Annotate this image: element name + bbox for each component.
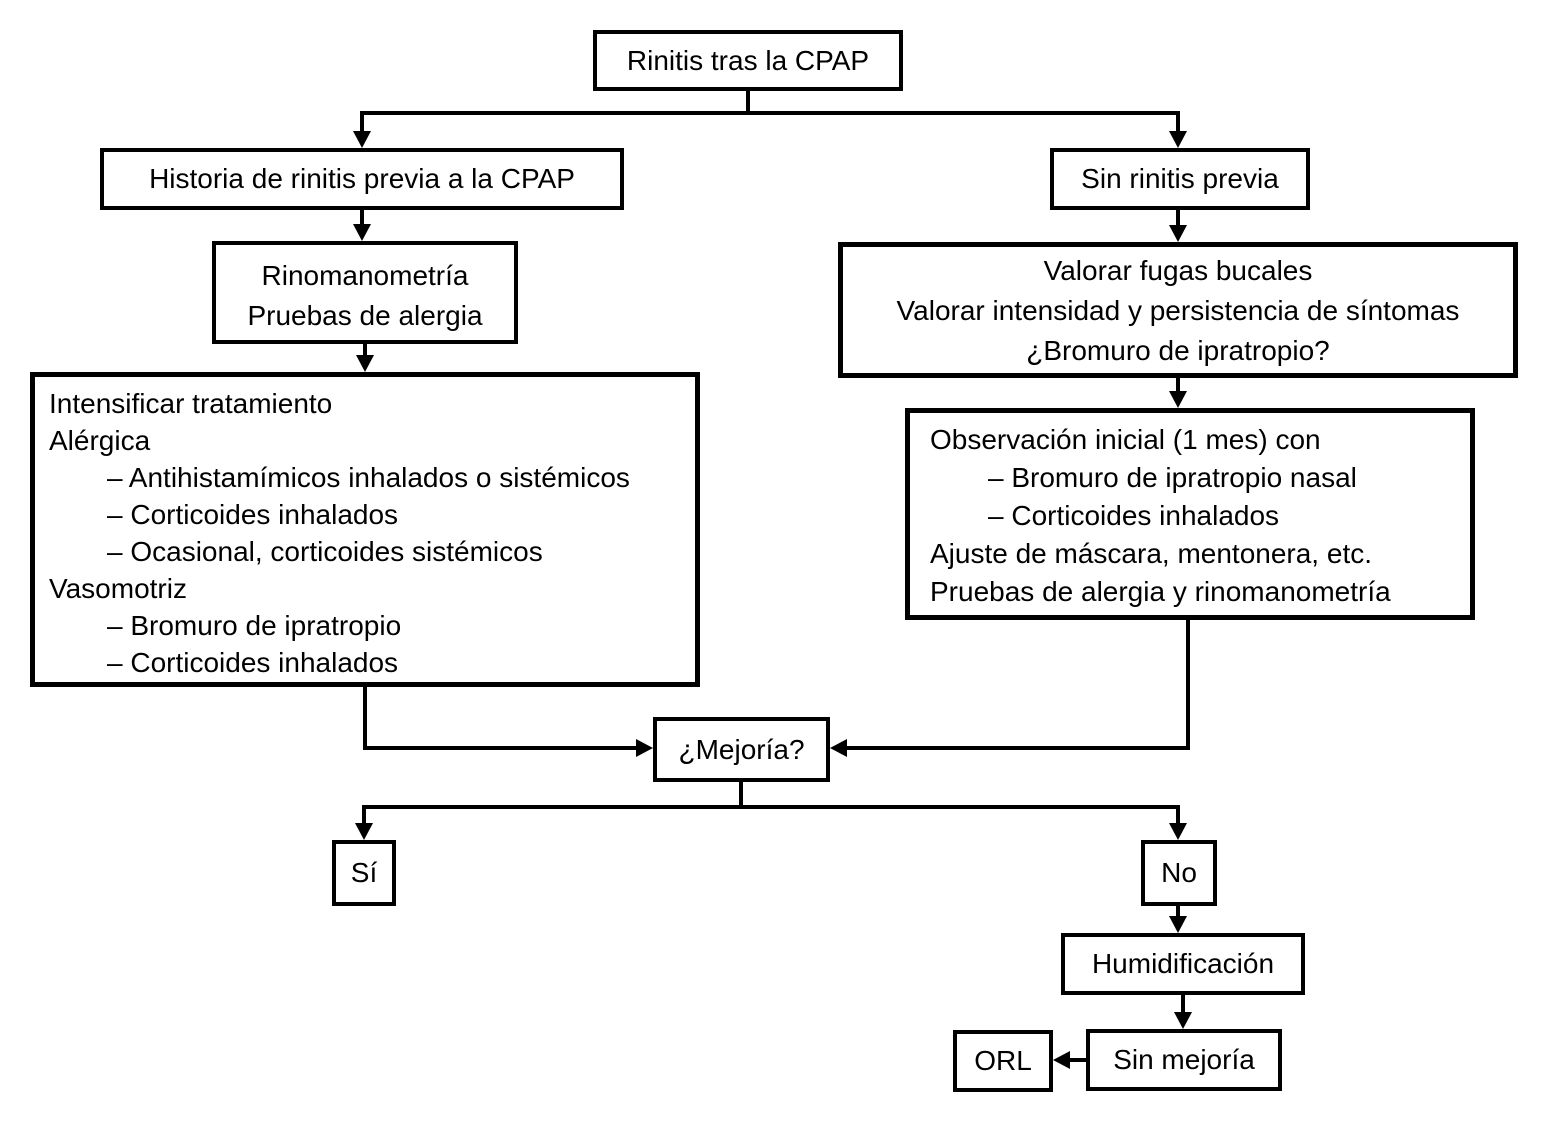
node-line: – Corticoides inhalados — [107, 499, 399, 530]
connector-line — [847, 746, 1190, 750]
node-rinomanometria: Rinomanometría Pruebas de alergia — [212, 241, 518, 344]
arrow-to-valorar — [1169, 225, 1187, 242]
arrow-to-no — [1169, 823, 1187, 840]
node-line: Vasomotriz — [49, 573, 187, 604]
connector-line — [1176, 805, 1180, 825]
node-line: – Bromuro de ipratropio — [107, 610, 402, 641]
arrow-to-orl — [1053, 1051, 1070, 1069]
node-orl: ORL — [953, 1030, 1053, 1092]
node-intensificar-tratamiento: Intensificar tratamiento Alérgica – Anti… — [30, 372, 700, 687]
arrow-to-observacion — [1169, 391, 1187, 408]
connector-line — [363, 687, 367, 750]
node-line: – Corticoides inhalados — [107, 647, 399, 678]
arrow-to-mejoria-left — [636, 739, 653, 757]
node-rinitis-tras-cpap: Rinitis tras la CPAP — [593, 30, 903, 91]
arrow-to-sin-mejoria — [1174, 1012, 1192, 1029]
node-historia-rinitis-previa: Historia de rinitis previa a la CPAP — [100, 148, 624, 210]
node-line: Intensificar tratamiento — [49, 388, 333, 419]
arrow-to-si — [355, 823, 373, 840]
node-line: – Ocasional, corticoides sistémicos — [107, 536, 543, 567]
node-label: ORL — [974, 1045, 1032, 1076]
arrow-to-sin-rinitis — [1169, 131, 1187, 148]
node-sin-mejoria: Sin mejoría — [1086, 1029, 1282, 1091]
node-mejoria: ¿Mejoría? — [653, 717, 830, 782]
node-line: Observación inicial (1 mes) con — [930, 424, 1321, 455]
arrow-to-historia — [353, 131, 371, 148]
node-label: Humidificación — [1091, 948, 1275, 979]
arrow-to-rinomanometria — [353, 224, 371, 241]
node-label: ¿Mejoría? — [678, 733, 805, 765]
node-line: – Antihistamímicos inhalados o sistémico… — [107, 462, 630, 493]
connector-line — [362, 805, 366, 825]
node-label: No — [1161, 857, 1197, 888]
node-line: Alérgica — [49, 425, 151, 456]
node-line: – Bromuro de ipratropio nasal — [988, 462, 1357, 493]
arrow-to-intensificar — [356, 355, 374, 372]
node-line: Ajuste de máscara, mentonera, etc. — [930, 538, 1372, 569]
node-line: – Corticoides inhalados — [988, 500, 1280, 531]
connector-line — [1068, 1058, 1086, 1062]
node-label: Sin rinitis previa — [1081, 163, 1279, 194]
connector-line — [363, 746, 637, 750]
connector-line — [746, 91, 750, 115]
node-label: Historia de rinitis previa a la CPAP — [149, 163, 575, 194]
node-label: Sin mejoría — [1113, 1044, 1255, 1075]
connector-line — [1176, 111, 1180, 133]
connector-line — [1176, 378, 1180, 392]
node-line: Rinomanometría — [261, 260, 469, 291]
node-line: Valorar fugas bucales — [1043, 255, 1313, 286]
node-line: Valorar intensidad y persistencia de sín… — [896, 295, 1460, 326]
node-label: Rinitis tras la CPAP — [626, 44, 870, 76]
connector-line — [360, 111, 364, 133]
arrow-to-mejoria-right — [830, 739, 847, 757]
connector-line — [1181, 995, 1185, 1014]
connector-line — [360, 111, 1180, 115]
connector-line — [1176, 906, 1180, 918]
connector-line — [1186, 620, 1190, 750]
node-si: Sí — [332, 840, 396, 906]
node-observacion-inicial: Observación inicial (1 mes) con – Bromur… — [905, 408, 1475, 620]
node-line: ¿Bromuro de ipratropio? — [1026, 335, 1330, 366]
connector-line — [1176, 210, 1180, 227]
arrow-to-humidificacion — [1169, 916, 1187, 933]
connector-line — [739, 782, 743, 809]
connector-line — [363, 344, 367, 357]
node-line: Pruebas de alergia — [247, 300, 483, 331]
connector-line — [362, 805, 1180, 809]
node-sin-rinitis-previa: Sin rinitis previa — [1050, 148, 1310, 210]
node-valorar-fugas: Valorar fugas bucales Valorar intensidad… — [838, 242, 1518, 378]
node-no: No — [1141, 840, 1217, 906]
node-humidificacion: Humidificación — [1061, 933, 1305, 995]
node-line: Pruebas de alergia y rinomanometría — [930, 576, 1391, 607]
connector-line — [360, 210, 364, 226]
node-label: Sí — [350, 857, 378, 888]
